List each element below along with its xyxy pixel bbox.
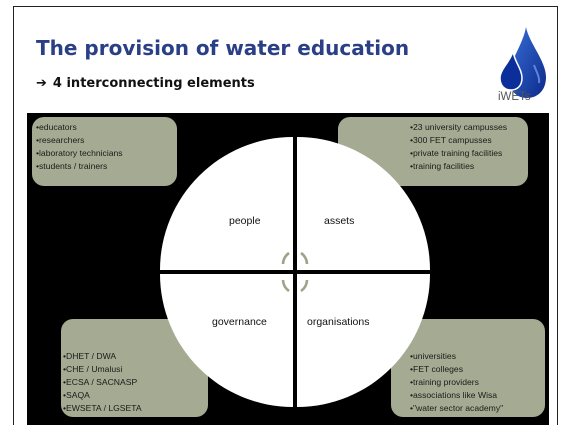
- note-item: •universities: [410, 351, 456, 361]
- note-item: •DHET / DWA: [63, 351, 116, 361]
- note-box-bottom-left: [61, 319, 208, 417]
- diagram: people assets governance organisations •…: [27, 113, 549, 425]
- logo-text: iWETs: [498, 91, 531, 103]
- note-item: •CHE / Umalusi: [63, 364, 122, 374]
- quadrant-governance: [160, 274, 293, 407]
- quadrant-label-organisations: organisations: [307, 316, 369, 328]
- quadrant-organisations: [297, 274, 430, 407]
- note-item: •training providers: [410, 377, 479, 387]
- note-box-top-right: [338, 117, 528, 186]
- slide-subtitle: ➔ 4 interconnecting elements: [36, 76, 255, 91]
- note-item: •laboratory technicians: [36, 148, 123, 158]
- center-arcs-icon: [281, 251, 309, 293]
- note-item: •training facilities: [410, 161, 474, 171]
- note-item: •associations like Wisa: [410, 390, 497, 400]
- note-item: •private training facilities: [410, 148, 502, 158]
- quadrant-assets: [297, 137, 430, 270]
- note-item: •educators: [36, 122, 77, 132]
- note-item: •FET colleges: [410, 364, 463, 374]
- water-drop-logo-icon: [499, 27, 546, 98]
- note-box-top-left: [32, 117, 177, 186]
- note-item: •23 university campusses: [410, 122, 507, 132]
- note-item: •EWSETA / LGSETA: [63, 403, 142, 413]
- quadrant-people: [160, 137, 293, 270]
- note-item: •SAQA: [63, 390, 90, 400]
- quadrant-label-assets: assets: [324, 215, 354, 227]
- slide-title: The provision of water education: [36, 36, 410, 60]
- subtitle-text: 4 interconnecting elements: [52, 76, 255, 91]
- quadrant-label-governance: governance: [212, 316, 267, 328]
- note-item: •ECSA / SACNASP: [63, 377, 137, 387]
- note-box-bottom-right: [391, 319, 545, 417]
- note-item: •300 FET campusses: [410, 135, 492, 145]
- note-item: •"water sector academy": [410, 403, 503, 413]
- quadrant-label-people: people: [229, 215, 261, 227]
- arrow-icon: ➔: [36, 76, 47, 91]
- note-item: •researchers: [36, 135, 84, 145]
- note-item: •students / trainers: [36, 161, 107, 171]
